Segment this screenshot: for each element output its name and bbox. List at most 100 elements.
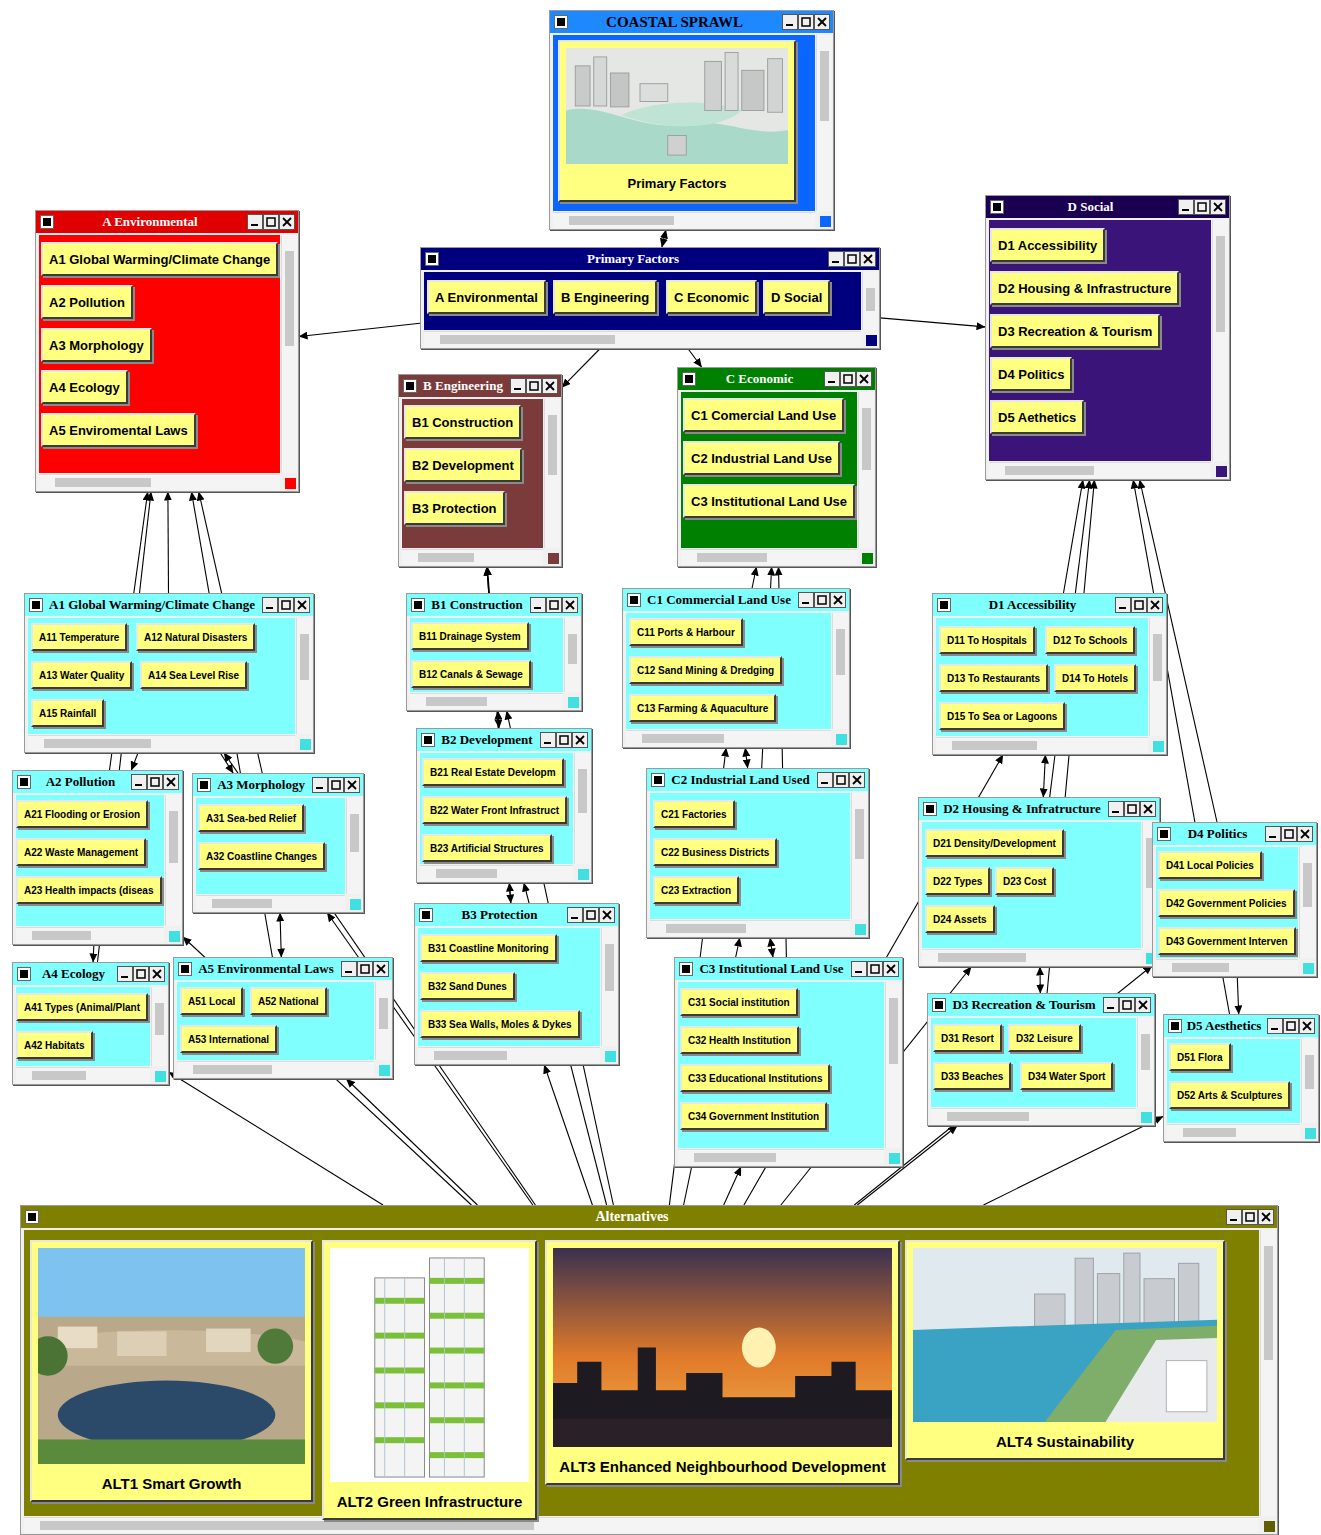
button-label: A23 Health impacts (diseas	[24, 885, 154, 896]
waterfront-rendering	[913, 1248, 1217, 1422]
factor-button: D31 Resort	[933, 1024, 1002, 1052]
app-window: B3 ProtectionB31 Coastline MonitoringB32…	[414, 903, 619, 1065]
horizontal-scrollbar	[553, 212, 815, 228]
title-bar: C2 Industrial Land Used	[647, 769, 868, 791]
button-label: ALT2 Green Infrastructure	[337, 1493, 523, 1510]
app-window: A4 EcologyA41 Types (Animal/PlantA42 Hab…	[12, 962, 169, 1085]
vertical-scrollbar	[151, 987, 167, 1066]
factor-button: D13 To Restaurants	[939, 664, 1048, 692]
factor-button: D24 Assets	[925, 905, 995, 933]
button-label: D15 To Sea or Lagoons	[947, 711, 1057, 722]
title-bar: B1 Construction	[407, 594, 581, 616]
factor-button: B31 Coastline Monitoring	[420, 934, 557, 962]
vertical-scrollbar	[564, 618, 580, 692]
factor-button: C2 Industrial Land Use	[683, 441, 840, 475]
title-bar: D2 Housing & Infratructure	[919, 798, 1159, 820]
connector-arrow	[220, 753, 233, 773]
scroll-thumb	[1005, 466, 1094, 475]
resize-corner	[1153, 741, 1164, 752]
scroll-thumb	[32, 931, 91, 940]
factor-button: B3 Protection	[404, 491, 505, 525]
scroll-thumb	[169, 811, 178, 863]
scroll-thumb	[300, 634, 309, 680]
picture-label-bar: ALT3 Enhanced Neighbourhood Development	[547, 1449, 898, 1483]
app-window: C2 Industrial Land UsedC21 FactoriesC22 …	[646, 768, 869, 938]
button-label: A5 Enviromental Laws	[49, 423, 188, 438]
window-controls	[247, 214, 295, 230]
button-label: D13 To Restaurants	[947, 673, 1040, 684]
scroll-thumb	[820, 51, 829, 121]
window-title: Alternatives	[595, 1206, 668, 1228]
horizontal-scrollbar	[420, 865, 573, 881]
green-building-drawing	[330, 1248, 529, 1482]
app-window: COASTAL SPRAWL Primary Factors	[549, 10, 834, 230]
app-window: B1 ConstructionB11 Drainage SystemB12 Ca…	[406, 593, 582, 711]
button-label: A51 Local	[188, 996, 235, 1007]
factor-button: C13 Farming & Aquaculture	[629, 694, 776, 722]
factor-button: A52 National	[250, 987, 327, 1015]
picture-button: ALT3 Enhanced Neighbourhood Development	[545, 1240, 900, 1485]
horizontal-scrollbar	[410, 693, 563, 709]
scroll-thumb	[642, 734, 724, 743]
window-controls	[782, 14, 830, 30]
vertical-scrollbar	[1301, 1039, 1317, 1123]
title-bar: C3 Institutional Land Use	[675, 958, 902, 980]
button-label: A52 National	[258, 996, 319, 1007]
vertical-scrollbar	[375, 982, 391, 1060]
window-title: D4 Politics	[1188, 823, 1248, 845]
horizontal-scrollbar	[24, 1517, 1259, 1533]
factor-button: B2 Development	[404, 448, 522, 482]
button-label: D43 Government Interven	[1166, 936, 1288, 947]
factor-button: A3 Morphology	[41, 328, 152, 362]
connector-arrow	[880, 318, 985, 327]
factor-button: B33 Sea Walls, Moles & Dykes	[420, 1010, 580, 1038]
button-label: D5 Aethetics	[998, 410, 1076, 425]
button-label: B12 Canals & Sewage	[419, 669, 523, 680]
scroll-thumb	[1303, 863, 1312, 907]
connector-arrow	[1039, 967, 1040, 993]
window-menu-icon	[651, 773, 665, 787]
window-menu-icon	[40, 215, 54, 229]
factor-button: A51 Local	[180, 987, 243, 1015]
connector-arrow	[1064, 480, 1083, 593]
button-label: D32 Leisure	[1016, 1033, 1073, 1044]
app-window: A3 MorphologyA31 Sea-bed ReliefA32 Coast…	[192, 773, 364, 913]
factor-button: D21 Density/Development	[925, 829, 1064, 857]
factor-button: D2 Housing & Infrastructure	[990, 271, 1179, 305]
resize-corner	[379, 1065, 390, 1076]
vertical-scrollbar	[885, 982, 901, 1148]
horizontal-scrollbar	[931, 1108, 1136, 1124]
window-controls	[510, 378, 558, 394]
window-menu-icon	[17, 967, 31, 981]
scroll-thumb	[434, 1051, 507, 1060]
window-menu-icon	[682, 372, 696, 386]
resize-corner	[350, 899, 361, 910]
window-title: D5 Aesthetics	[1187, 1015, 1262, 1037]
app-window: C3 Institutional Land UseC31 Social inst…	[674, 957, 903, 1167]
window-title: A1 Global Warming/Climate Change	[49, 594, 255, 616]
button-label: A22 Waste Management	[24, 847, 138, 858]
factor-button: C21 Factories	[653, 800, 735, 828]
horizontal-scrollbar	[16, 927, 164, 943]
scroll-thumb	[836, 629, 845, 675]
scroll-thumb	[44, 739, 151, 748]
button-label: D51 Flora	[1177, 1052, 1223, 1063]
factor-button: B1 Construction	[404, 405, 521, 439]
window-title: A5 Environmental Laws	[198, 958, 334, 980]
scroll-thumb	[855, 809, 864, 859]
connector-arrow	[662, 230, 666, 247]
resize-corner	[820, 216, 831, 227]
factor-button: A23 Health impacts (diseas	[16, 876, 162, 904]
button-label: C Economic	[674, 290, 749, 305]
factor-button: D5 Aethetics	[990, 400, 1084, 434]
picture-label-bar: ALT4 Sustainability	[907, 1424, 1223, 1458]
factor-button: C33 Educational Institutions	[680, 1064, 830, 1092]
horizontal-scrollbar	[678, 1149, 884, 1165]
connector-arrow	[167, 492, 169, 593]
picture-button: ALT2 Green Infrastructure	[322, 1240, 537, 1520]
connector-arrow	[346, 1079, 477, 1205]
title-bar: A5 Environmental Laws	[174, 958, 392, 980]
app-window: A5 Environmental LawsA51 Local A52 Nation…	[173, 957, 393, 1079]
connector-arrow	[131, 753, 138, 770]
window-controls	[824, 371, 872, 387]
